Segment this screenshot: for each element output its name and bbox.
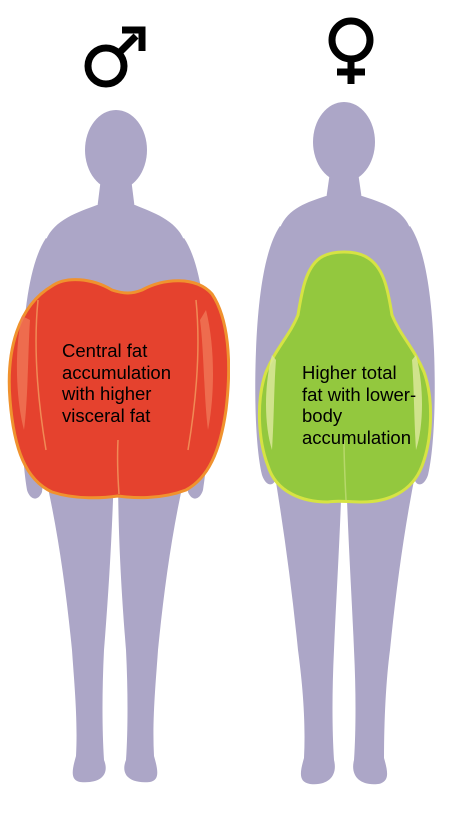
male-symbol-icon <box>88 30 142 84</box>
male-figure-panel: Central fat accumulation with higher vis… <box>0 0 230 815</box>
male-fat-description: Central fat accumulation with higher vis… <box>62 340 212 426</box>
female-figure-panel: Higher total fat with lower- body accumu… <box>228 0 455 815</box>
female-symbol-icon <box>332 21 370 84</box>
female-fat-description: Higher total fat with lower- body accumu… <box>302 362 452 448</box>
